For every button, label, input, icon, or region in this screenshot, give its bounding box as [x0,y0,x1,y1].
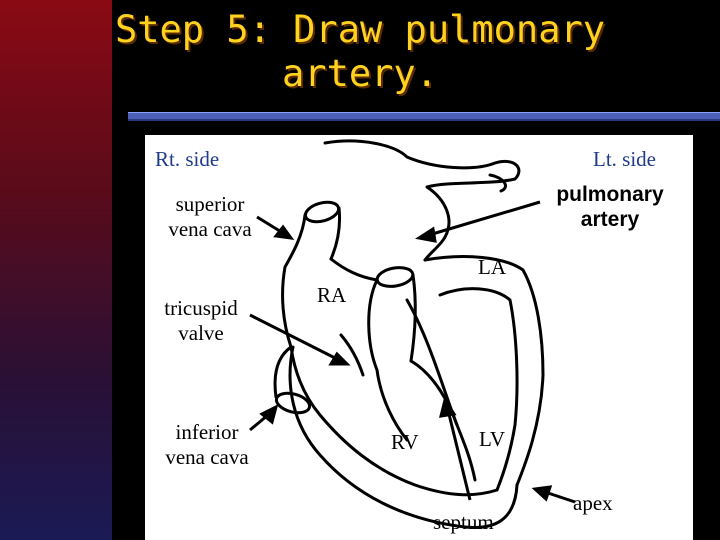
left-ventricle-inner-wall [438,287,519,492]
label-tricuspid-line1: tricuspid [164,296,238,320]
inferior-vena-cava-opening [274,391,312,415]
label-pulmonary-line2: artery [580,208,640,231]
label-right-atrium: RA [317,283,347,307]
label-tricuspid-line2: valve [178,321,224,345]
label-right-ventricle: RV [391,430,419,454]
label-septum: septum [433,510,494,534]
label-superior-line2: vena cava [168,217,252,241]
label-inferior-vena-cava: inferior vena cava [147,420,267,470]
heart-diagram: Rt. side Lt. side superior vena cava tri… [145,135,693,540]
right-atrium-outline [329,257,379,282]
heart-drawing [249,139,576,529]
left-side-heading: Lt. side [593,147,656,171]
pulmonary-artery-branch [488,173,507,193]
label-left-ventricle: LV [479,427,506,451]
label-inferior-line1: inferior [175,420,239,444]
label-left-atrium: LA [478,255,506,279]
arrow-tricuspid-valve [249,313,338,361]
arrow-pulmonary-artery [428,200,541,237]
title-line-2: artery. [282,52,438,95]
arrow-septum [446,409,472,501]
right-heart-outer-wall [288,345,519,529]
superior-vena-cava-opening [303,200,341,224]
superior-vena-cava-wall [281,213,307,349]
label-tricuspid-valve: tricuspid valve [151,296,251,346]
pulmonary-artery-outline [323,139,521,262]
arrow-apex [544,490,576,504]
aorta-opening [375,266,415,288]
tricuspid-valve [339,333,365,377]
right-ventricle-outline [289,345,499,497]
slide-title: Step 5: Draw pulmonary artery. [0,8,720,96]
left-heart-outer-wall [423,255,545,487]
title-line-1: Step 5: Draw pulmonary [114,8,606,51]
label-pulmonary-artery: pulmonary artery [540,182,680,232]
label-apex: apex [573,491,613,515]
right-side-heading: Rt. side [155,147,220,171]
label-superior-line1: superior [175,192,245,216]
label-pulmonary-line1: pulmonary [556,183,664,206]
label-inferior-line2: vena cava [165,445,249,469]
title-divider [128,112,720,121]
label-superior-vena-cava: superior vena cava [155,192,265,242]
